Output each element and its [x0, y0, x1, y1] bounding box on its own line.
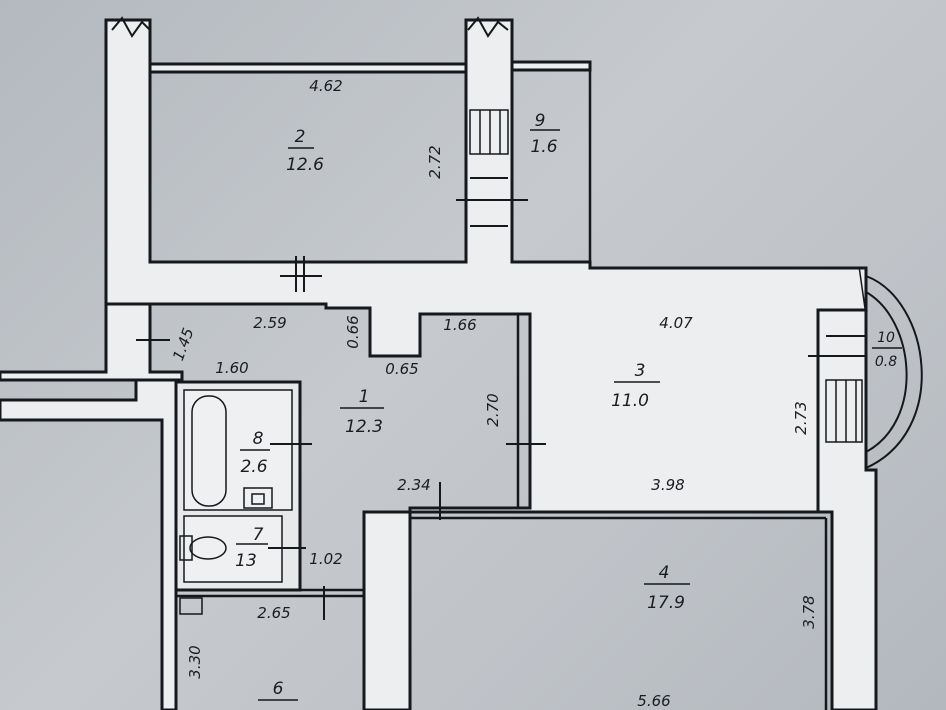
dim-1-60: 1.60	[215, 359, 248, 377]
room-label-10: 10 0.8	[872, 330, 902, 370]
room-label-7: 7 13	[235, 525, 268, 571]
wall-left-lower	[0, 378, 178, 710]
svg-text:8: 8	[253, 429, 264, 449]
toilet-tank-icon	[179, 535, 193, 561]
room-label-6: 6	[258, 679, 298, 701]
bay-arc-room-10	[865, 275, 923, 469]
svg-text:13: 13	[235, 551, 257, 571]
wall-right-exterior	[816, 266, 878, 710]
dim-5-66: 5.66	[637, 692, 670, 710]
dim-0-65: 0.65	[385, 360, 418, 378]
chimney-mark-mid	[467, 16, 509, 38]
dim-2-70: 2.70	[484, 393, 502, 426]
room-7-area	[183, 515, 283, 583]
svg-text:12.6: 12.6	[286, 155, 324, 175]
stairs-room-9	[456, 109, 528, 227]
svg-text:4: 4	[659, 563, 670, 583]
svg-text:3: 3	[635, 361, 646, 381]
sink-icon	[243, 487, 273, 509]
sink-basin-icon	[251, 493, 265, 505]
chimney-mark-left	[111, 16, 151, 38]
svg-text:6: 6	[273, 679, 284, 699]
svg-text:9: 9	[535, 111, 546, 131]
dim-3-30: 3.30	[186, 645, 204, 678]
svg-text:7: 7	[253, 525, 264, 545]
svg-text:1.6: 1.6	[530, 137, 557, 157]
dim-3-98: 3.98	[651, 476, 684, 494]
dim-2-73: 2.73	[792, 401, 810, 434]
room-label-4: 4 17.9	[644, 563, 690, 613]
dim-0-66: 0.66	[344, 315, 362, 348]
room-label-1: 1 12.3	[340, 387, 384, 437]
stairs-room-10	[808, 335, 866, 443]
dim-1-02: 1.02	[309, 550, 342, 568]
wall-left-corridor	[0, 302, 184, 382]
wall-left-room-2	[104, 18, 868, 710]
dim-3-78: 3.78	[800, 595, 818, 628]
svg-text:2.6: 2.6	[240, 457, 267, 477]
door-marks	[136, 256, 546, 620]
wall-top-room-9	[510, 60, 592, 72]
room-label-3: 3 11.0	[611, 361, 660, 411]
svg-text:17.9: 17.9	[647, 593, 685, 613]
svg-text:0.8: 0.8	[875, 354, 897, 370]
svg-text:11.0: 11.0	[611, 391, 649, 411]
wall-top-room-2	[148, 62, 468, 74]
toilet-bowl-icon	[189, 536, 227, 560]
svg-text:10: 10	[877, 330, 895, 346]
dim-2-34: 2.34	[397, 476, 430, 494]
room-8-area	[183, 389, 293, 511]
room-label-8: 8 2.6	[240, 429, 270, 477]
bay-arc-inner-room-10	[865, 291, 908, 453]
svg-text:1: 1	[359, 387, 370, 407]
dim-4-62: 4.62	[309, 77, 342, 95]
dim-4-07: 4.07	[659, 314, 693, 332]
dim-2-59: 2.59	[253, 314, 286, 332]
room-label-9: 9 1.6	[530, 111, 560, 157]
sink-room-6-icon	[179, 597, 203, 615]
bathtub-icon	[191, 395, 227, 507]
room-label-2: 2 12.6	[286, 127, 324, 175]
svg-text:12.3: 12.3	[345, 417, 383, 437]
dim-2-72: 2.72	[426, 145, 444, 178]
svg-text:2: 2	[295, 127, 306, 147]
dim-2-65: 2.65	[257, 604, 290, 622]
dim-1-66: 1.66	[443, 316, 476, 334]
dim-1-45: 1.45	[169, 326, 197, 364]
